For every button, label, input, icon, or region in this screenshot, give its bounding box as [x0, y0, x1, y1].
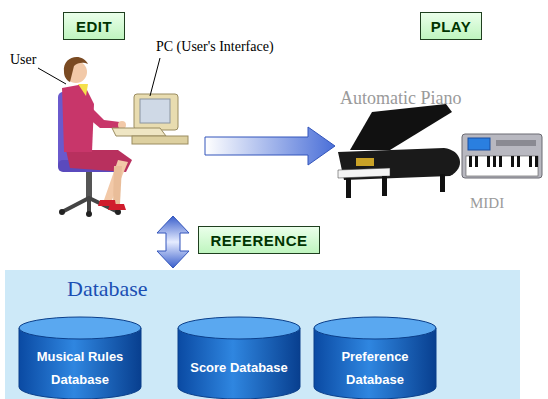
device-label: MIDI	[470, 195, 504, 212]
cylinder-top	[19, 317, 141, 339]
tag-text: PLAY	[431, 18, 472, 35]
cylinder-text-area: Musical Rules Database	[22, 342, 138, 395]
desk-unit	[132, 136, 188, 144]
piano-leg	[346, 178, 351, 198]
database-cylinder: Score Database	[177, 316, 301, 399]
black-keys	[469, 156, 538, 167]
chair-post	[86, 172, 92, 198]
music-stand	[356, 158, 374, 166]
cylinder-text-area: Score Database	[181, 342, 297, 395]
piano-leg	[382, 176, 387, 196]
screen	[140, 99, 170, 123]
black-key	[517, 156, 520, 167]
callout-label: User	[10, 52, 36, 68]
tag-text: REFERENCE	[210, 232, 307, 249]
keyboard	[112, 128, 166, 136]
black-key	[529, 156, 532, 167]
chair-wheel	[86, 211, 92, 217]
database-name: Musical Rules Database	[28, 346, 132, 392]
keyboard-case	[462, 134, 542, 178]
scarf	[78, 84, 88, 96]
midi-keyboard	[462, 134, 542, 178]
leg	[113, 166, 122, 204]
grand-piano	[338, 104, 460, 198]
cylinder-top	[314, 317, 436, 339]
cylinder-top	[178, 317, 300, 339]
database-name: Preference Database	[323, 346, 427, 392]
section-tag: REFERENCE	[198, 226, 320, 254]
leader-line	[38, 68, 66, 84]
display	[468, 138, 490, 150]
user-figure	[58, 57, 132, 217]
black-key	[475, 156, 478, 167]
button-row	[496, 140, 536, 146]
black-key	[511, 156, 514, 167]
black-key	[469, 156, 472, 167]
shoe	[108, 204, 126, 210]
piano-lid	[350, 104, 452, 150]
monitor	[134, 94, 178, 130]
device-label: Automatic Piano	[340, 88, 461, 109]
section-tag: EDIT	[63, 12, 125, 40]
panel-heading: Database	[67, 276, 148, 302]
black-key	[487, 156, 490, 167]
arm	[76, 96, 120, 128]
white-keys	[466, 156, 538, 176]
chair-wheel	[59, 209, 65, 215]
play-arrow	[205, 127, 335, 165]
hair	[64, 57, 88, 82]
database-cylinder: Musical Rules Database	[18, 316, 142, 399]
black-key	[481, 156, 484, 167]
reference-arrow	[157, 216, 189, 268]
database-cylinder: Preference Database	[313, 316, 437, 399]
piano-leg	[440, 174, 445, 192]
black-key	[523, 156, 526, 167]
cylinder-shape	[177, 316, 301, 399]
pc	[112, 94, 188, 144]
cylinder-text-area: Preference Database	[317, 342, 433, 395]
black-key	[505, 156, 508, 167]
database-panel: DatabaseMusical Rules Database Score Data…	[5, 270, 520, 399]
database-name: Score Database	[190, 357, 288, 380]
tag-text: EDIT	[76, 18, 112, 35]
black-key	[535, 156, 538, 167]
black-key	[499, 156, 502, 167]
section-tag: PLAY	[420, 12, 482, 40]
black-key	[493, 156, 496, 167]
callout-label: PC (User's Interface)	[156, 39, 274, 55]
leader-line	[150, 58, 160, 96]
